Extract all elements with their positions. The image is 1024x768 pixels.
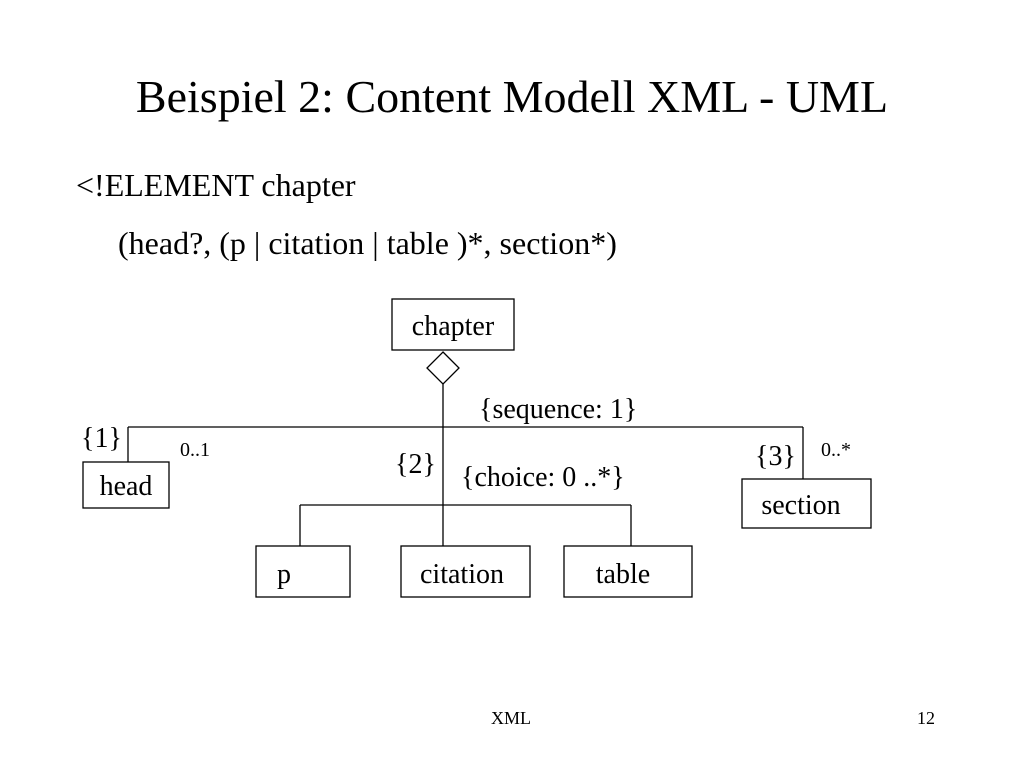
dtd-element-declaration: <!ELEMENT chapter xyxy=(76,167,356,203)
dtd-content-model: (head?, (p | citation | table )*, sectio… xyxy=(118,225,617,261)
class-section-box xyxy=(741,478,872,529)
sequence-constraint-label: {sequence: 1} xyxy=(479,394,637,425)
class-p-box xyxy=(255,545,351,598)
choice-constraint-label: {choice: 0 ..*} xyxy=(461,462,625,493)
class-chapter-label: chapter xyxy=(412,311,495,342)
class-chapter: chapter xyxy=(391,298,515,351)
class-p-label: p xyxy=(277,559,291,590)
class-head: head xyxy=(82,461,170,509)
order-label-2: {2} xyxy=(395,449,436,480)
class-chapter-box xyxy=(391,298,515,351)
class-citation: citation xyxy=(400,545,531,598)
class-table: table xyxy=(563,545,693,598)
class-p: p xyxy=(255,545,351,598)
footer-page-number: 12 xyxy=(917,708,935,728)
class-section: section xyxy=(741,478,872,529)
section-multiplicity-label: 0..* xyxy=(821,439,851,461)
class-citation-box xyxy=(400,545,531,598)
class-citation-label: citation xyxy=(420,559,504,590)
class-section-label: section xyxy=(761,490,840,521)
head-multiplicity-label: 0..1 xyxy=(180,439,210,461)
slide-title: Beispiel 2: Content Modell XML - UML xyxy=(135,71,889,122)
order-label-1: {1} xyxy=(81,423,122,454)
class-head-box xyxy=(82,461,170,509)
aggregation-diamond-icon xyxy=(426,351,460,385)
class-table-box xyxy=(563,545,693,598)
footer-topic: XML xyxy=(491,708,531,728)
class-table-label: table xyxy=(596,559,650,590)
order-label-3: {3} xyxy=(755,441,796,472)
class-head-label: head xyxy=(100,471,153,502)
